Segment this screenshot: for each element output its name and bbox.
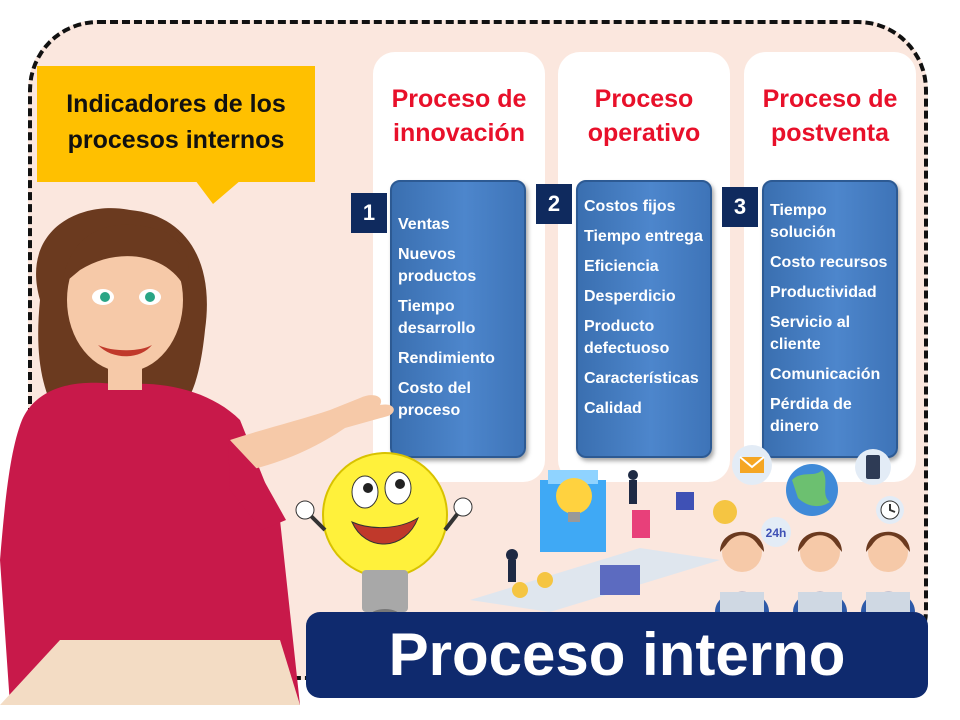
indicator-list-operativo: Costos fijos Tiempo entrega Eficiencia D… [584,196,709,428]
list-item: Producto defectuoso [584,318,670,357]
list-item: Rendimiento [398,350,495,367]
step-number-1: 1 [351,193,387,233]
list-item: Calidad [584,400,642,417]
indicator-list-postventa: Tiempo solución Costo recursos Productiv… [770,200,895,446]
column-title-innovacion: Proceso de innovación [373,82,545,150]
woman-presenter-icon [0,208,394,705]
globe-icon [786,464,838,516]
list-item: Características [584,370,699,387]
customer-service-agents-icon [715,531,915,612]
column-title-operativo: Proceso operativo [558,82,730,150]
list-item: Comunicación [770,366,881,383]
email-icon [732,445,772,485]
list-item: Tiempo desarrollo [398,298,476,337]
column-title-line-2: postventa [770,119,890,147]
callout-line-2: procesos internos [67,126,285,154]
column-title-line-1: Proceso de [391,85,527,113]
column-title-line-1: Proceso de [762,85,898,113]
callout-tail [195,180,241,204]
callout-line-1: Indicadores de los [66,90,286,118]
list-item: Tiempo solución [770,202,836,241]
list-item: Eficiencia [584,258,659,275]
support-badge-icon: 24h [761,517,791,547]
lightbulb-machine-icon [470,470,720,612]
list-item: Tiempo entrega [584,228,703,245]
coin-icon [713,500,737,524]
indicator-list-innovacion: Ventas Nuevos productos Tiempo desarroll… [398,214,523,430]
banner-title: Proceso interno [388,621,846,688]
step-number-2: 2 [536,184,572,224]
callout-box [37,66,315,182]
phone-icon [855,449,891,485]
column-title-postventa: Proceso de postventa [744,82,916,150]
title-banner [306,612,928,698]
indicator-box-operativo [576,180,712,458]
lightbulb-character-icon [295,452,473,625]
list-item: Servicio al cliente [770,314,851,353]
list-item: Costos fijos [584,198,676,215]
column-title-line-1: Proceso [594,85,694,113]
list-item: Ventas [398,216,450,233]
callout-text: Indicadores de los procesos internos [37,86,315,158]
list-item: Costo recursos [770,254,888,271]
indicator-box-postventa [762,180,898,458]
list-item: Pérdida de dinero [770,396,852,435]
step-number-3: 3 [722,187,758,227]
indicator-box-innovacion [390,180,526,458]
list-item: Nuevos productos [398,246,477,285]
list-item: Costo del proceso [398,380,471,419]
column-title-line-2: innovación [393,119,525,147]
column-title-line-2: operativo [587,119,701,147]
list-item: Productividad [770,284,877,301]
clock-icon [876,496,904,524]
support-badge-text: 24h [766,526,787,540]
list-item: Desperdicio [584,288,676,305]
